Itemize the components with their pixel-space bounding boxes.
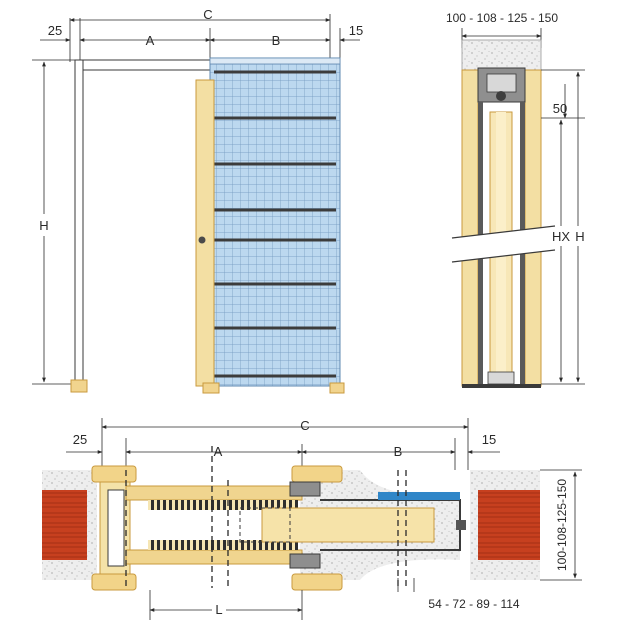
header-frame xyxy=(74,59,212,71)
front-right-offset-label: 15 xyxy=(349,23,363,38)
door-handle-icon xyxy=(198,236,206,244)
left-foot xyxy=(70,379,88,393)
plan-door-thickness-label: 54 - 72 - 89 - 114 xyxy=(428,597,519,611)
front-left-offset-label: 25 xyxy=(48,23,62,38)
trolley-wheel-icon xyxy=(496,91,506,101)
front-overall-width-label: C xyxy=(203,7,212,22)
door-foot xyxy=(202,382,220,394)
right-wall-brick xyxy=(478,490,540,560)
door-closed-outline xyxy=(239,507,291,543)
side-top-offset-label: 50 xyxy=(553,101,567,116)
pocket-frame-ribs xyxy=(214,70,336,378)
bottom-brush-seal xyxy=(148,540,298,550)
plan-door-leaf xyxy=(261,507,435,543)
front-opening-width-label: A xyxy=(146,33,155,48)
left-jamb xyxy=(74,59,84,383)
plan-overall-width-label: C xyxy=(300,418,309,433)
side-inner-height-label: HX xyxy=(552,229,570,244)
plan-wall-thickness-label: 100-108-125-150 xyxy=(555,479,569,571)
side-ceiling-plaster xyxy=(461,39,542,73)
plan-pocket-width-label: B xyxy=(394,444,403,459)
side-height-label: H xyxy=(575,229,584,244)
side-wall-thickness-label: 100 - 108 - 125 - 150 xyxy=(446,11,558,25)
pocket-frame-mesh xyxy=(209,57,341,387)
frame-foot xyxy=(329,382,345,394)
left-jamb-top-cap xyxy=(91,465,137,483)
plan-opening-width-label: A xyxy=(214,444,223,459)
right-jamb-top-cap xyxy=(291,465,343,483)
blue-profile xyxy=(378,492,460,500)
door-leaf-edge xyxy=(195,79,215,387)
left-wall-brick xyxy=(42,490,87,560)
front-pocket-width-label: B xyxy=(272,33,281,48)
side-left-post xyxy=(461,69,479,387)
side-section: 100 - 108 - 125 - 150 50 HX xyxy=(446,11,585,388)
front-elevation: 25 C A B 15 H xyxy=(32,7,363,394)
floor-guide xyxy=(487,371,515,385)
plan-bottom-board xyxy=(125,549,303,565)
right-jamb-bottom-cap xyxy=(291,573,343,591)
plan-top-board xyxy=(125,485,303,501)
front-height-label: H xyxy=(39,218,48,233)
plan-passage-width-label: L xyxy=(215,602,222,617)
left-jamb-bottom-cap xyxy=(91,573,137,591)
plan-right-offset-label: 15 xyxy=(482,432,496,447)
plan-section: C A B 25 15 xyxy=(42,418,582,620)
plan-left-offset-label: 25 xyxy=(73,432,87,447)
top-brush-seal xyxy=(148,500,298,510)
